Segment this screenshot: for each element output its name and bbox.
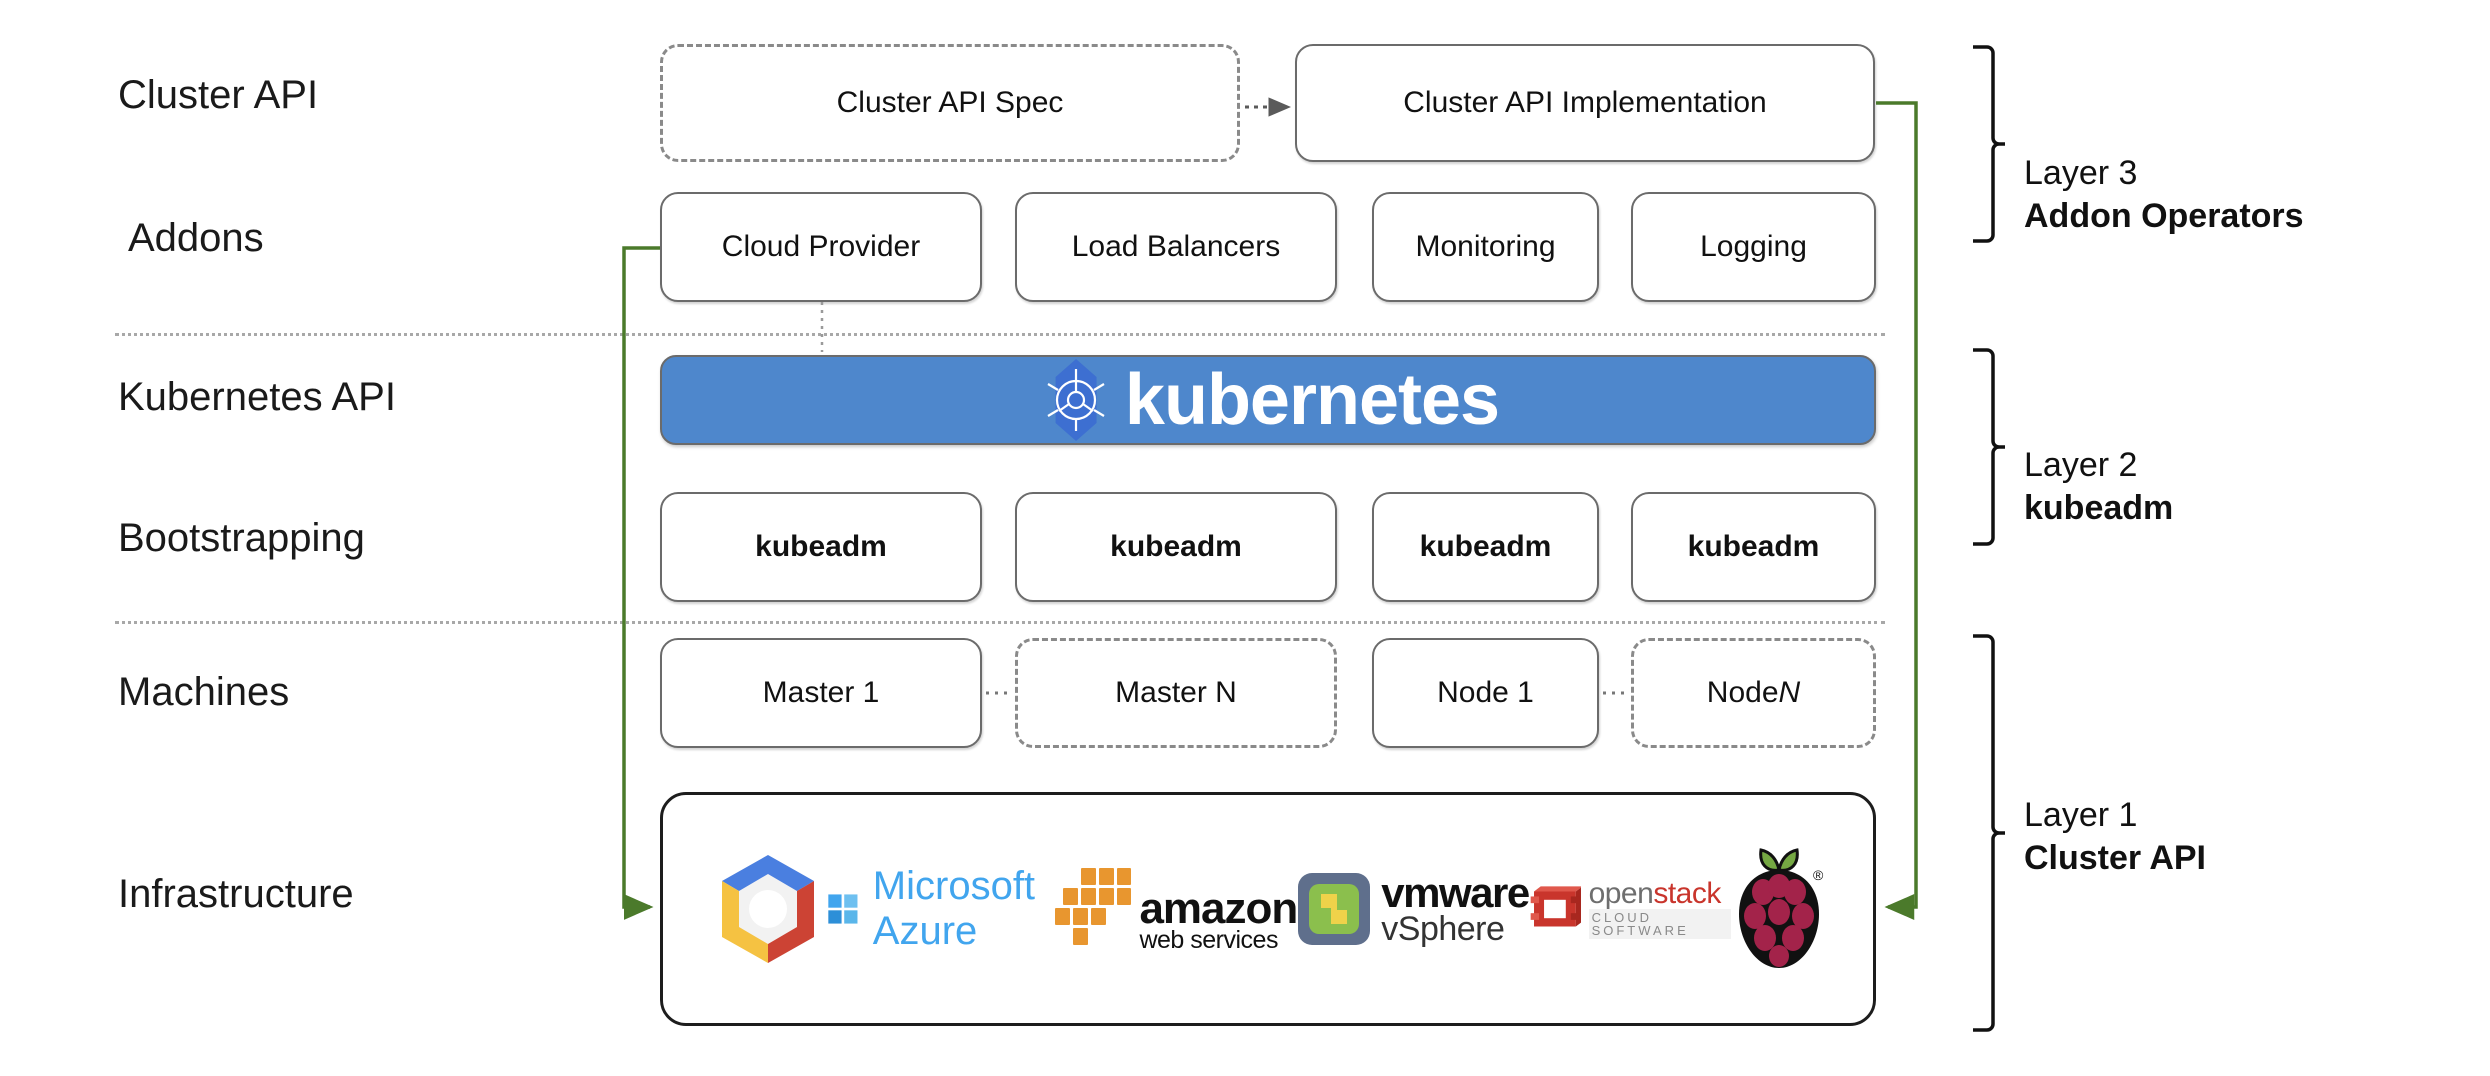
raspberry-pi-logo-icon: ® [1731,844,1827,974]
box-machine-node-1-label: Node 1 [1437,676,1534,709]
vmware-vsphere-logo-icon: vmware vSphere [1297,868,1530,948]
separator-layer3-layer2 [115,333,1885,336]
box-addon-logging[interactable]: Logging [1631,192,1876,302]
row-label-bootstrapping: Bootstrapping [118,516,365,560]
layer-3-name: Addon Operators [2024,196,2304,235]
box-addon-monitoring[interactable]: Monitoring [1372,192,1599,302]
box-machine-master-1[interactable]: Master 1 [660,638,982,748]
box-cluster-api-implementation-label: Cluster API Implementation [1403,86,1767,119]
bracket-layer-1 [1973,634,2005,1032]
svg-text:®: ® [1813,867,1824,883]
box-kubeadm-1[interactable]: kubeadm [660,492,982,602]
openstack-logo-icon: openstack CLOUD SOFTWARE [1529,878,1731,940]
aws-logo-icon: amazon web services [1055,866,1298,954]
row-label-addons: Addons [128,216,264,260]
box-machine-master-1-label: Master 1 [762,676,880,709]
arrow-cloud-provider-to-infrastructure [622,246,660,920]
bracket-layer-3 [1973,45,2005,243]
box-machine-node-n-suffix: N [1778,676,1801,709]
box-kubeadm-3-label: kubeadm [1419,530,1552,563]
layer-3-number: Layer 3 [2024,154,2138,192]
box-cluster-api-spec[interactable]: Cluster API Spec [660,44,1240,162]
kubernetes-wordmark: kubernetes [1124,360,1500,440]
row-label-kubernetes-api: Kubernetes API [118,375,396,419]
layer-2-label: Layer 2 kubeadm [2024,444,2173,529]
layer-1-number: Layer 1 [2024,796,2138,834]
aws-logo-text-top: amazon [1139,883,1298,933]
box-cluster-api-spec-label: Cluster API Spec [836,86,1064,119]
box-addon-load-balancers-label: Load Balancers [1071,230,1281,263]
openstack-logo-text-accent: stack [1653,877,1721,910]
box-kubeadm-2[interactable]: kubeadm [1015,492,1337,602]
row-label-infrastructure: Infrastructure [118,872,354,916]
bracket-layer-2 [1973,348,2005,546]
layer-1-label: Layer 1 Cluster API [2024,794,2206,879]
openstack-logo-text-bottom: CLOUD SOFTWARE [1588,909,1731,939]
box-addon-load-balancers[interactable]: Load Balancers [1015,192,1337,302]
layer-2-number: Layer 2 [2024,446,2138,484]
layer-3-label: Layer 3 Addon Operators [2024,152,2304,237]
box-kubeadm-1-label: kubeadm [755,530,887,563]
kubernetes-helm-wheel-icon [1037,357,1115,443]
box-kubeadm-2-label: kubeadm [1110,530,1242,563]
box-kubeadm-3[interactable]: kubeadm [1372,492,1599,602]
infrastructure-container[interactable]: Microsoft Azure amazon web services [660,792,1876,1026]
box-machine-node-n[interactable]: Node N [1631,638,1876,748]
separator-layer2-layer1 [115,621,1885,624]
box-machine-master-n-label: Master N [1115,676,1237,709]
box-addon-cloud-provider-label: Cloud Provider [721,230,921,263]
box-addon-cloud-provider[interactable]: Cloud Provider [660,192,982,302]
box-machine-node-n-label: Node [1706,676,1779,709]
box-addon-logging-label: Logging [1700,230,1807,263]
kubernetes-banner[interactable]: kubernetes [660,355,1876,445]
box-machine-node-1[interactable]: Node 1 [1372,638,1599,748]
layer-1-name: Cluster API [2024,838,2207,877]
layer-2-name: kubeadm [2024,488,2174,527]
arrow-implementation-to-infrastructure [1876,101,1918,920]
aws-logo-text-bottom: web services [1139,926,1278,954]
box-cluster-api-implementation[interactable]: Cluster API Implementation [1295,44,1875,162]
row-label-machines: Machines [118,670,290,714]
box-kubeadm-4[interactable]: kubeadm [1631,492,1876,602]
box-addon-monitoring-label: Monitoring [1415,230,1556,263]
microsoft-azure-logo-icon: Microsoft Azure [827,864,1055,954]
box-machine-master-n[interactable]: Master N [1015,638,1337,748]
box-kubeadm-4-label: kubeadm [1687,530,1820,563]
vmware-logo-text-top: vmware [1381,868,1530,916]
microsoft-azure-logo-text: Microsoft Azure [872,864,1036,953]
google-cloud-logo-icon [709,849,827,969]
row-label-cluster-api: Cluster API [118,73,319,117]
vmware-logo-text-bottom: vSphere [1381,909,1505,948]
